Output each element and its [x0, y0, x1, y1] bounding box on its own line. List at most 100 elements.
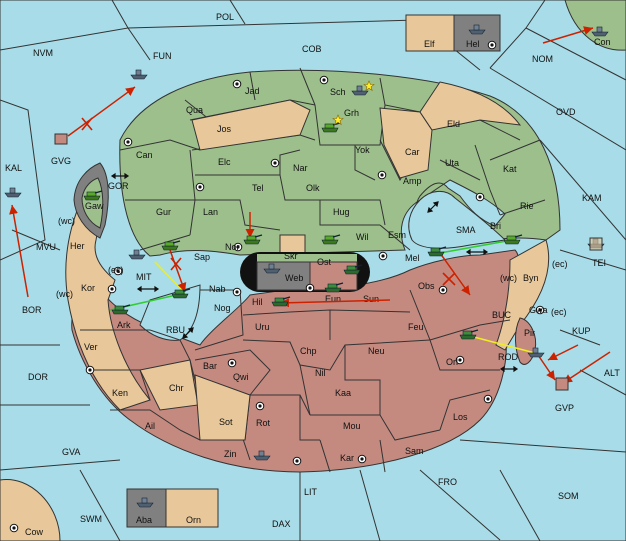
land-elc: Elc — [218, 157, 231, 167]
sea-dax: DAX — [272, 519, 291, 529]
land-skr: Skr — [284, 251, 298, 261]
landmass-west-crescent — [65, 170, 151, 411]
land-pir: Pir — [524, 328, 535, 338]
homebox-elf[interactable] — [405, 14, 455, 52]
coast-labels: (wc) (ec) (wc) (wc) (ec) (ec) — [56, 216, 568, 317]
land-her: Her — [70, 241, 85, 251]
land-wil: Wil — [356, 232, 369, 242]
land-eld: Eld — [447, 119, 460, 129]
land-amp: Amp — [403, 176, 422, 186]
sea-swm: SWM — [80, 514, 102, 524]
sea-bor: BOR — [22, 305, 42, 315]
land-web: Web — [285, 273, 303, 283]
sea-kup: KUP — [572, 326, 591, 336]
land-rie: Rie — [520, 201, 534, 211]
homebox-hel-label: Hel — [466, 39, 480, 49]
region-gvg-home[interactable] — [54, 133, 68, 145]
land-hug: Hug — [333, 207, 350, 217]
homebox-orn-label: Orn — [186, 515, 201, 525]
region-ost-red[interactable] — [309, 261, 358, 291]
sea-ovd: OVD — [556, 107, 576, 117]
land-lan: Lan — [203, 207, 218, 217]
land-cow: Cow — [25, 527, 44, 537]
sea-alt: ALT — [604, 368, 620, 378]
land-bri: Bri — [490, 221, 501, 231]
land-gvg: GVG — [51, 156, 71, 166]
homebox-aba[interactable] — [126, 488, 167, 528]
land-qua: Qua — [186, 105, 203, 115]
land-hil: Hil — [252, 297, 263, 307]
region-sot[interactable] — [194, 374, 251, 441]
land-zin: Zin — [224, 449, 237, 459]
coast-kor-ec: (ec) — [108, 265, 124, 275]
sea-gva: GVA — [62, 447, 80, 457]
land-labels: Jad Sch Qua Jos Grh Eld Can Yok Car Uta … — [25, 37, 611, 537]
sea-mit: MIT — [136, 272, 152, 282]
sea-kal: KAL — [5, 163, 22, 173]
land-jad: Jad — [245, 86, 260, 96]
land-ken: Ken — [112, 388, 128, 398]
land-ver: Ver — [84, 342, 98, 352]
sea-labels: POL COB NVM FUN NOM OVD KAL KAM GOR MVU … — [5, 12, 620, 529]
sea-cob: COB — [302, 44, 322, 54]
coast-byn-wc: (wc) — [500, 273, 517, 283]
land-mou: Mou — [343, 421, 361, 431]
land-jos: Jos — [217, 124, 232, 134]
land-eun: Eun — [325, 294, 341, 304]
land-kaa: Kaa — [335, 388, 351, 398]
land-chp: Chp — [300, 346, 317, 356]
land-kat: Kat — [503, 164, 517, 174]
coast-gwa-ec: (ec) — [551, 307, 567, 317]
land-rot: Rot — [256, 418, 271, 428]
land-mel: Mel — [405, 253, 420, 263]
land-esm: Esm — [388, 230, 406, 240]
land-ark: Ark — [117, 320, 131, 330]
coast-her-wc: (wc) — [58, 216, 75, 226]
land-olk: Olk — [306, 183, 320, 193]
units — [4, 24, 609, 508]
land-uru: Uru — [255, 322, 270, 332]
land-nar: Nar — [293, 163, 308, 173]
coast-kor-wc: (wc) — [56, 289, 73, 299]
land-sot: Sot — [219, 417, 233, 427]
land-nab: Nab — [209, 284, 226, 294]
canal-arrows — [110, 172, 519, 373]
region-eld[interactable] — [419, 81, 522, 131]
sea-kam: KAM — [582, 193, 602, 203]
land-gur: Gur — [156, 207, 171, 217]
land-tei: TEI — [592, 258, 606, 268]
land-orl: Orl — [446, 357, 458, 367]
land-tel: Tel — [252, 183, 264, 193]
coast-byn-ec: (ec) — [552, 259, 568, 269]
land-nog: Nog — [214, 303, 231, 313]
sea-buc: BUC — [492, 310, 512, 320]
sea-mvu: MVU — [36, 242, 56, 252]
region-jos[interactable] — [191, 99, 311, 151]
land-sap: Sap — [194, 252, 210, 262]
sea-dor: DOR — [28, 372, 49, 382]
sea-rod: ROD — [498, 352, 519, 362]
sea-rbu: RBU — [166, 325, 185, 335]
fleet-gvp[interactable] — [555, 377, 569, 391]
homebox-elf-label: Elf — [424, 39, 435, 49]
region-gaw-inner — [81, 177, 104, 229]
land-nor: Nor — [225, 242, 240, 252]
homebox-aba-label: Aba — [136, 515, 152, 525]
land-los: Los — [453, 412, 468, 422]
land-con: Con — [594, 37, 611, 47]
land-can: Can — [136, 150, 153, 160]
sea-nom: NOM — [532, 54, 553, 64]
sea-gor: GOR — [108, 181, 129, 191]
land-sam: Sam — [405, 446, 424, 456]
sea-fun: FUN — [153, 51, 172, 61]
land-yok: Yok — [355, 145, 370, 155]
land-neu: Neu — [368, 346, 385, 356]
fleet-tei-box[interactable] — [589, 237, 603, 251]
failed-order-marks — [81, 117, 456, 286]
land-car: Car — [405, 147, 420, 157]
homebox-orn[interactable] — [165, 488, 219, 528]
landmass-east-crescent — [495, 239, 550, 351]
sea-lit: LIT — [304, 487, 318, 497]
